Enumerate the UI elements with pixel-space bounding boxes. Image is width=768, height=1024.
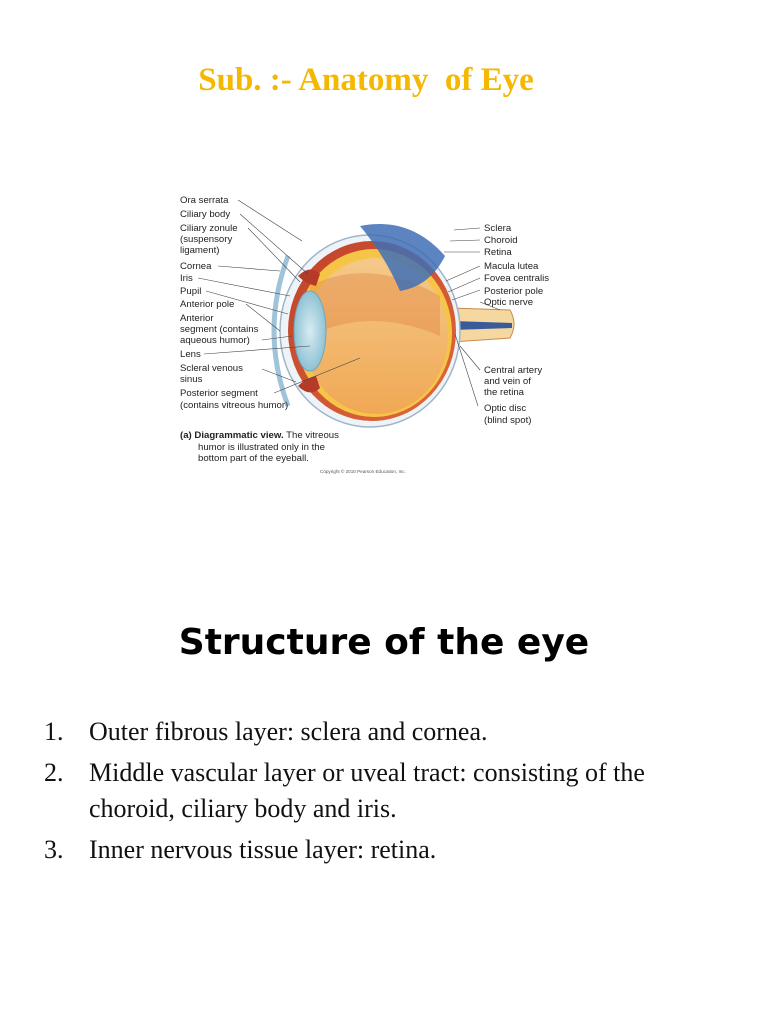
section-heading: Structure of the eye [178,622,590,663]
figure-caption-rest: The vitreous [284,430,339,441]
figure-right-label: Optic disc [484,403,526,414]
figure-left-label: segment (contains [180,324,259,335]
figure-right-label: Macula lutea [484,261,539,272]
figure-caption-bold: (a) Diagrammatic view. [180,430,284,441]
right-leader-lines [444,227,501,407]
figure-right-label: Optic nerve [484,297,533,308]
figure-left-label: Anterior pole [180,299,234,310]
optic-nerve-shape [451,307,515,343]
figure-caption-line2: humor is illustrated only in the [198,442,325,453]
lens-shape [293,290,327,372]
figure-right-label: Central artery [484,365,542,376]
figure-copyright: Copyright © 2010 Pearson Education, Inc. [320,468,406,474]
figure-right-label: and vein of [484,376,531,387]
structure-list-item: 2. Middle vascular layer or uveal tract: … [44,755,724,827]
figure-right-label: Fovea centralis [484,273,549,284]
figure-left-label: Pupil [180,286,201,297]
subject-title: Sub. :- Anatomy of Eye [198,62,534,98]
left-leader-lines [197,199,361,394]
figure-left-label: Scleral venous [180,363,243,374]
figure-left-label: Iris [180,273,193,284]
figure-right-label: Sclera [484,223,512,234]
list-item-number: 2. [44,758,64,787]
vitreous-body-shape [304,224,448,414]
figure-right-label: the retina [484,387,525,398]
figure-left-label: Ciliary body [180,209,230,220]
ciliary-body-shape [298,269,320,393]
figure-left-label: ligament) [180,245,219,256]
cornea-shape [271,255,291,407]
figure-left-label: (suspensory [180,234,232,245]
list-item-number: 3. [44,835,64,864]
figure-left-label: (contains vitreous humor) [180,400,288,411]
figure-right-label: Choroid [484,235,518,246]
figure-left-label: Posterior segment [180,388,258,399]
figure-right-label: Posterior pole [484,286,543,297]
figure-left-label: Ciliary zonule [180,223,238,234]
figure-left-label: sinus [180,374,203,385]
structure-list: 1. Outer fibrous layer: sclera and cornea… [44,714,724,873]
structure-list-item: 3. Inner nervous tissue layer: retina. [44,832,724,868]
figure-left-label: Ora serrata [180,195,229,206]
figure-right-label: Retina [484,247,512,258]
list-item-text: Outer fibrous layer: sclera and cornea. [89,717,488,746]
figure-left-label: Anterior [180,313,214,324]
figure-left-label: aqueous humor) [180,335,250,346]
figure-right-label: (blind spot) [484,415,531,426]
figure-caption-line1: (a) Diagrammatic view. The vitreous [180,430,339,441]
list-item-text: Inner nervous tissue layer: retina. [89,835,437,864]
list-item-text: Middle vascular layer or uveal tract: co… [89,758,645,823]
list-item-number: 1. [44,717,64,746]
figure-caption-line3: bottom part of the eyeball. [198,453,309,464]
structure-list-item: 1. Outer fibrous layer: sclera and cornea… [44,714,724,750]
figure-left-label: Cornea [180,261,212,272]
figure-left-label: Lens [180,349,201,360]
